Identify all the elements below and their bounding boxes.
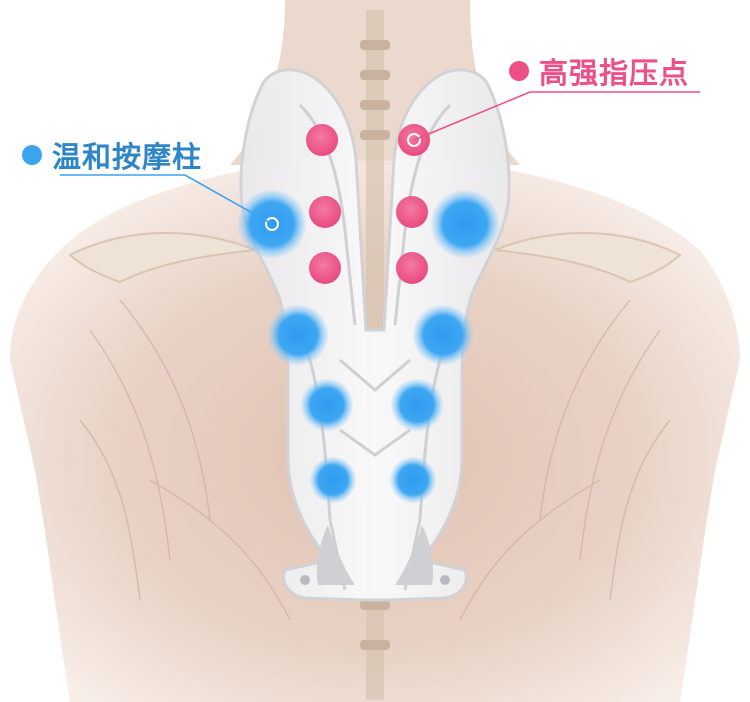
pressure-point	[306, 124, 338, 156]
warm-pillar	[268, 305, 328, 365]
device-hole-left	[300, 575, 310, 585]
pink-dot-icon	[509, 61, 529, 81]
warm-pillar	[310, 457, 356, 503]
pressure-points-label: 高强指压点	[539, 56, 690, 90]
pressure-point	[309, 252, 341, 284]
warm-pillar	[413, 305, 473, 365]
warm-pillar	[391, 379, 443, 431]
pressure-points-legend: 高强指压点	[509, 50, 689, 92]
blue-dot-icon	[22, 145, 42, 165]
device-lower-cutout-right	[395, 525, 434, 585]
device-lower-cutout-left	[316, 525, 355, 585]
warm-callout-line	[60, 174, 273, 225]
pressure-point-target-ring	[407, 133, 421, 147]
warm-pillar-target-ring	[265, 217, 279, 231]
left-shoulder-bone	[68, 232, 256, 284]
warm-pillar	[301, 379, 353, 431]
warm-pillar	[390, 457, 436, 503]
pressure-point	[396, 196, 428, 228]
warm-pillar	[431, 190, 499, 258]
warm-pillars-legend: 温和按摩柱	[22, 134, 202, 176]
pressure-callout-line	[413, 91, 700, 141]
muscle-texture	[79, 299, 671, 621]
device-hole-right	[440, 575, 450, 585]
right-shoulder-bone	[494, 232, 682, 284]
pressure-point	[396, 252, 428, 284]
pressure-point	[309, 196, 341, 228]
warm-pillars-label: 温和按摩柱	[52, 140, 203, 174]
